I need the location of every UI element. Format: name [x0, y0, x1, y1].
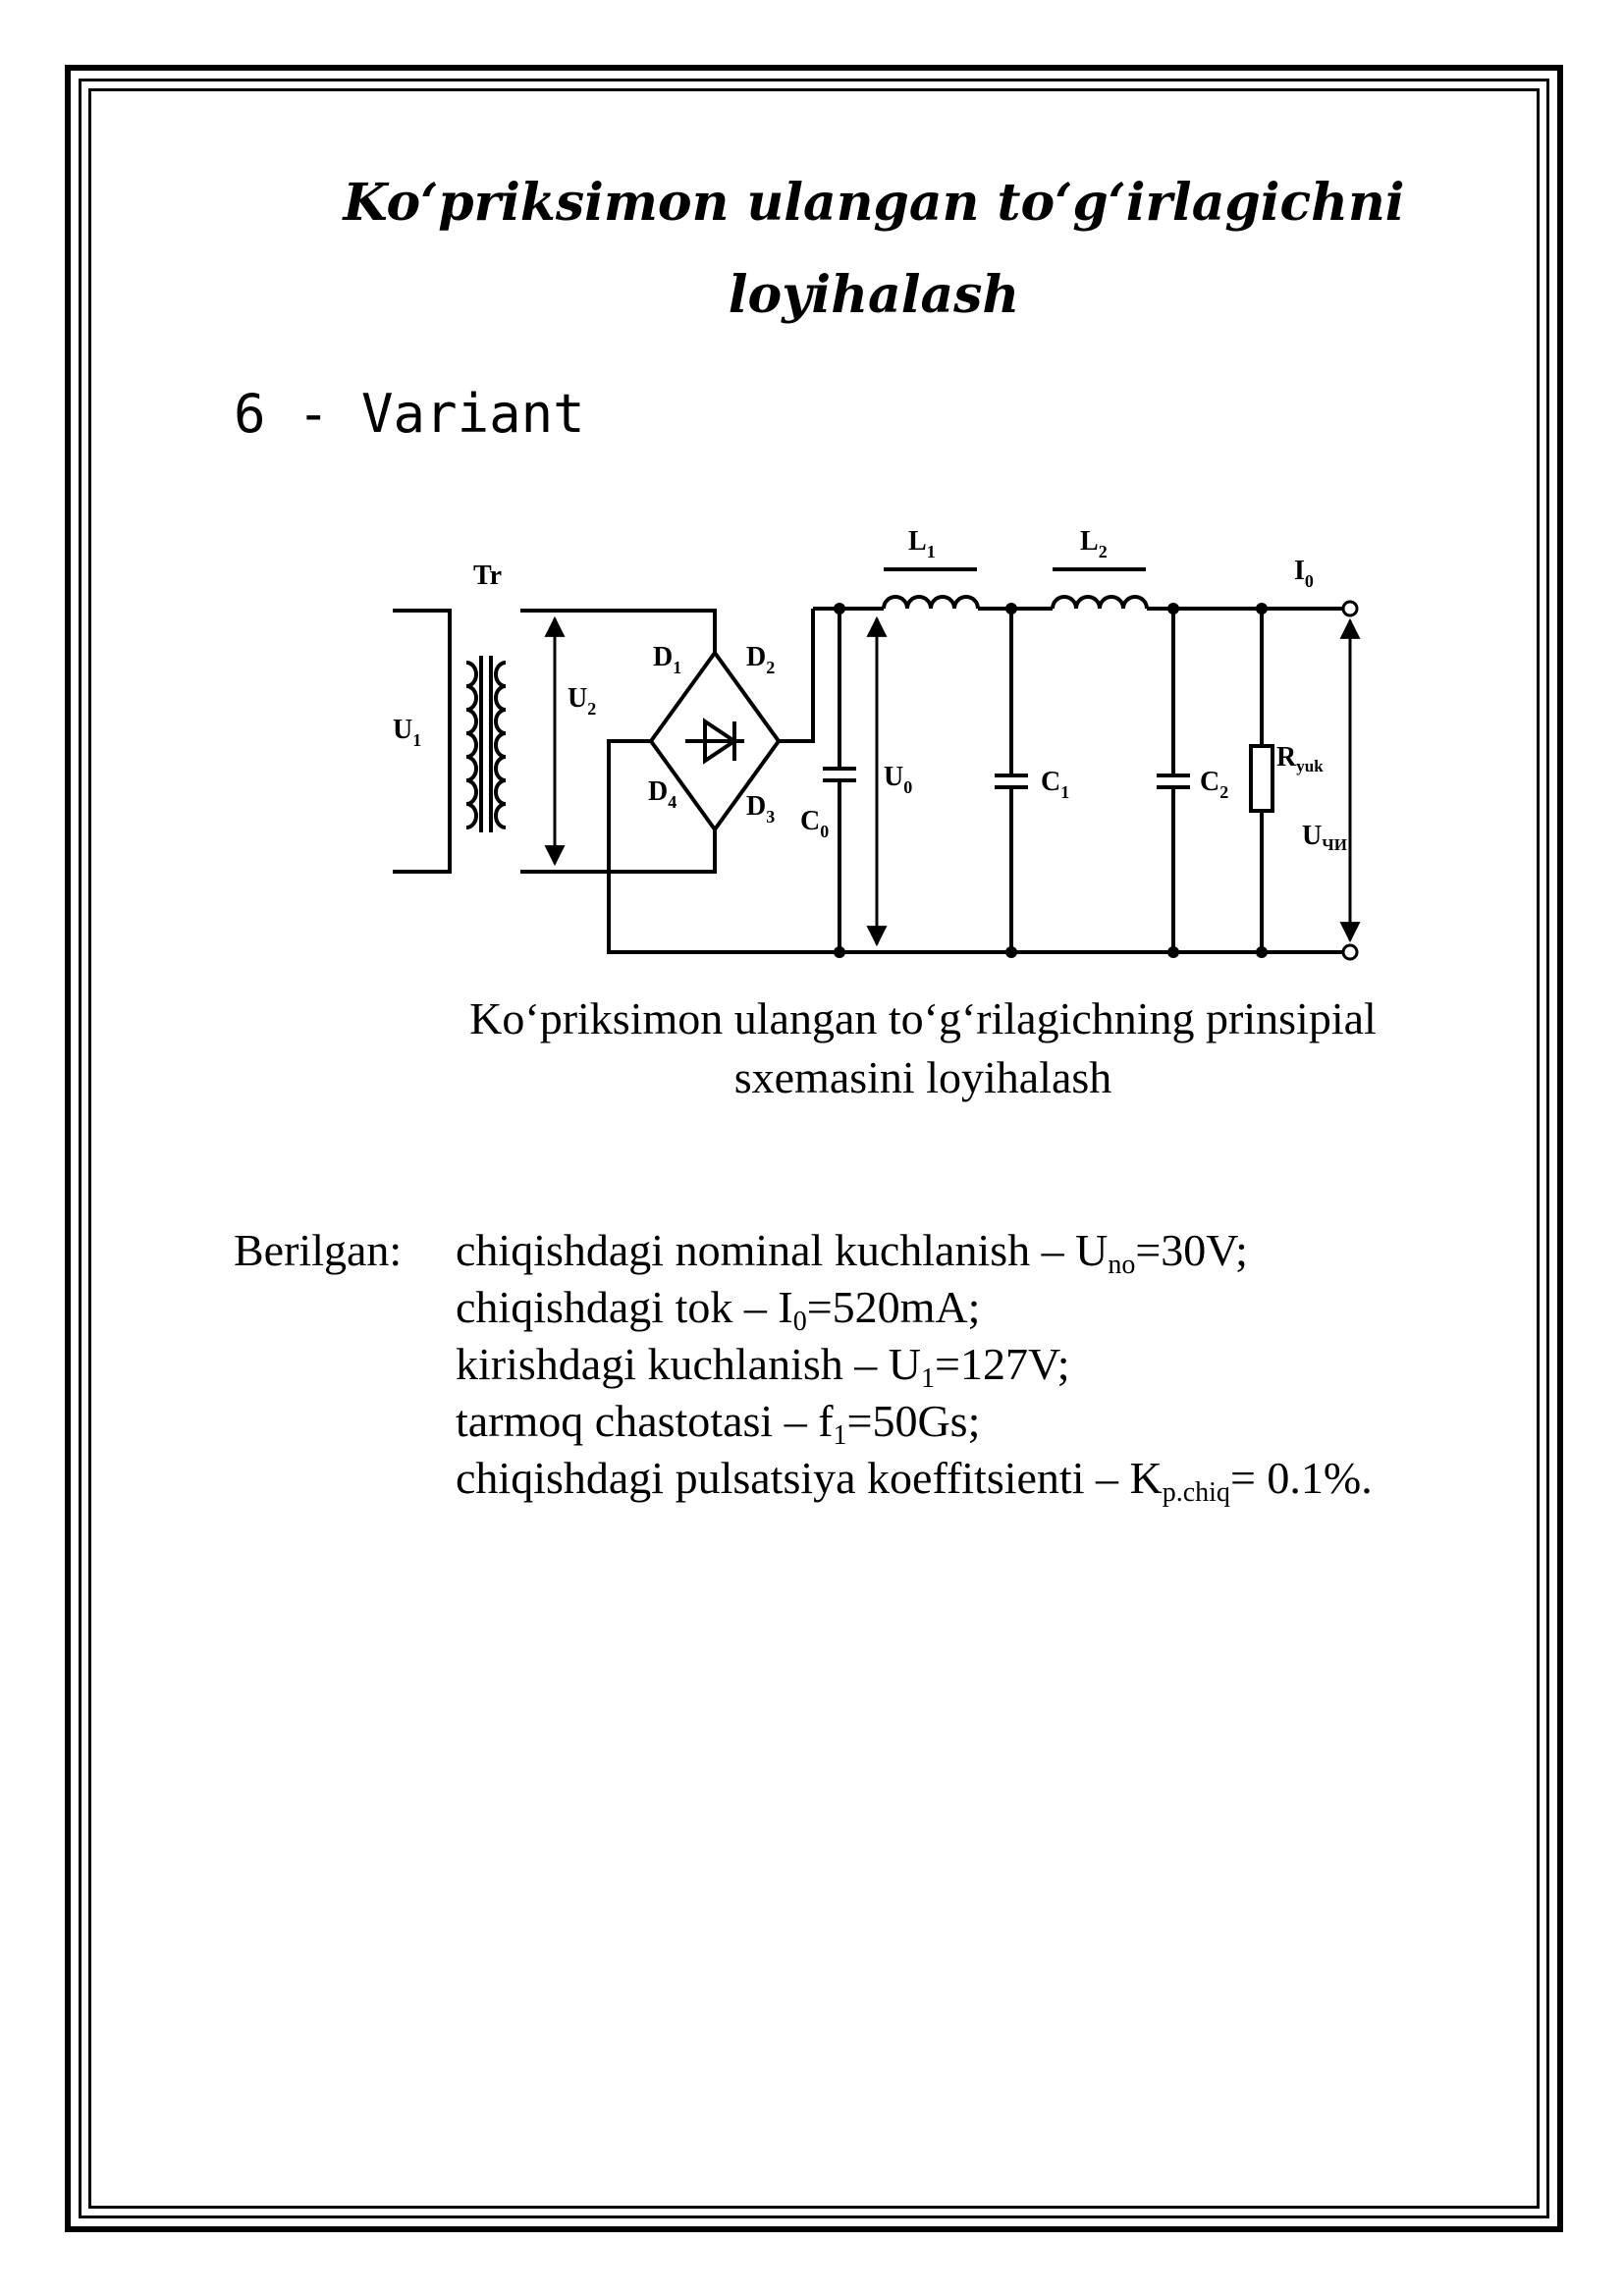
label-d1: D1 [653, 642, 681, 677]
label-c2: C2 [1200, 767, 1228, 802]
given-label: Berilgan: [234, 1225, 403, 1275]
secondary-wire-top [520, 609, 717, 653]
inductor-l1 [882, 595, 980, 610]
node-dot [1167, 603, 1179, 614]
figure-caption-line1: Ko‘priksimon ulangan to‘g‘rilagichning p… [469, 993, 1377, 1043]
label-d2: D2 [746, 642, 775, 677]
given-item: kirishdagi kuchlanish – U1=127V; [456, 1339, 1070, 1394]
given-item: chiqishdagi nominal kuchlanish – Uno=30V… [456, 1225, 1248, 1280]
label-tr: Tr [473, 561, 502, 591]
node-dot [834, 603, 845, 614]
page-border-middle [79, 79, 1549, 2218]
bridge-return [607, 739, 1345, 954]
node-dot [834, 946, 845, 958]
given-list: chiqishdagi nominal kuchlanish – Uno=30V… [456, 1222, 1373, 1507]
page-title-line1: Ko‘priksimon ulangan to‘g‘irlagichni [343, 173, 1405, 233]
node-dot [1005, 946, 1017, 958]
node-dot [1005, 603, 1017, 614]
inductor-l2 [1051, 595, 1149, 610]
figure-caption: Ko‘priksimon ulangan to‘g‘rilagichning p… [373, 989, 1473, 1107]
label-uchiq: UЧИ [1302, 821, 1347, 854]
node-dot [1256, 603, 1268, 614]
capacitor-c0 [823, 609, 856, 952]
label-d3: D3 [746, 791, 775, 827]
page-title: Ko‘priksimon ulangan to‘g‘irlagichni loy… [196, 157, 1551, 342]
label-u2: U2 [568, 683, 596, 719]
output-terminal-bottom [1341, 943, 1359, 961]
rectifier-schematic: Tr U1 U2 D1 D2 D4 D3 C0 U0 L1 L2 C1 C2 I… [393, 526, 1361, 961]
primary-coil [465, 661, 478, 829]
diode-bridge [648, 649, 782, 833]
capacitor-c2 [1157, 609, 1190, 952]
output-terminal-top [1341, 600, 1359, 617]
label-u0: U0 [884, 762, 912, 797]
label-c0: C0 [800, 806, 829, 841]
page-title-line2: loyihalash [728, 265, 1020, 325]
capacitor-c1 [995, 609, 1028, 952]
given-item: chiqishdagi tok – I0=520mA; [456, 1282, 981, 1337]
label-d4: D4 [648, 776, 677, 812]
label-ryuk: Ryuk [1276, 742, 1324, 775]
node-dot [1167, 946, 1179, 958]
label-u1: U1 [393, 715, 421, 750]
secondary-wire-bottom [520, 829, 717, 874]
primary-wire [393, 609, 452, 874]
secondary-coil [494, 661, 507, 829]
bridge-to-c0 [779, 609, 815, 743]
label-c1: C1 [1041, 767, 1069, 802]
diode-symbol [685, 718, 744, 765]
page-border-inner [88, 88, 1540, 2209]
label-l1: L1 [908, 526, 936, 561]
given-item: chiqishdagi pulsatsiya koeffitsienti – K… [456, 1453, 1373, 1508]
page-border-outer [65, 65, 1563, 2232]
variant-heading: 6 - Variant [234, 383, 585, 445]
figure-caption-line2: sxemasini loyihalash [733, 1052, 1112, 1102]
load-resistor [1249, 744, 1274, 813]
given-item: tarmoq chastotasi – f1=50Gs; [456, 1396, 981, 1451]
node-dot [1256, 946, 1268, 958]
label-i0: I0 [1294, 556, 1314, 591]
label-l2: L2 [1080, 526, 1108, 561]
